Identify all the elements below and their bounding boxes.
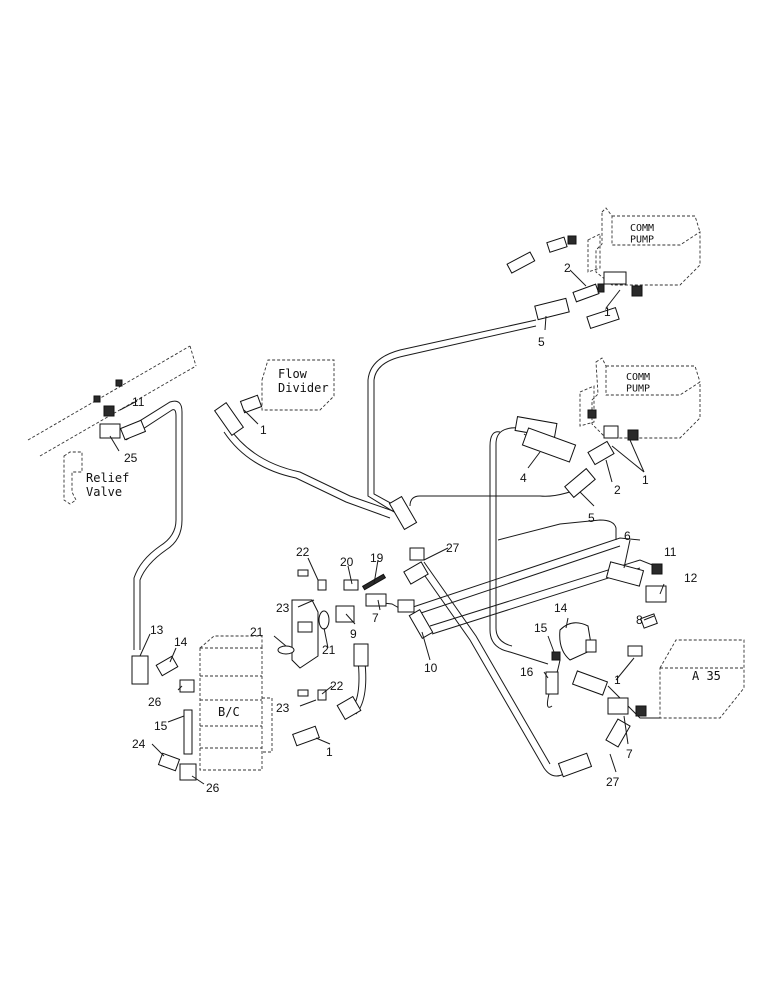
callout-11-relief: 11	[132, 395, 145, 409]
callout-2-top: 2	[564, 261, 571, 275]
callout-19: 19	[370, 551, 384, 565]
callout-5-mid: 5	[588, 511, 595, 525]
callout-7-left: 7	[372, 611, 379, 625]
callout-1-mid: 1	[642, 473, 649, 487]
fittings	[93, 235, 667, 781]
a35-block: A 35	[659, 639, 745, 719]
callout-12: 12	[684, 571, 698, 585]
callout-24: 24	[132, 737, 146, 751]
callout-4: 4	[520, 471, 527, 485]
callout-17: 15	[534, 621, 548, 635]
callout-5-top: 5	[538, 335, 545, 349]
callout-27-top: 27	[446, 541, 460, 555]
callout-14: 14	[174, 635, 188, 649]
callout-27-bottom: 27	[606, 775, 620, 789]
callout-16: 14	[554, 601, 568, 615]
callout-23-top: 23	[276, 601, 290, 615]
callout-11-right: 11	[664, 545, 677, 559]
bc-block: B/C	[199, 635, 273, 771]
callout-22-bottom: 22	[330, 679, 344, 693]
callout-15: 15	[154, 719, 168, 733]
callout-1-bottom: 1	[326, 745, 333, 759]
callout-10: 10	[424, 661, 438, 675]
callout-21-mid: 21	[322, 643, 336, 657]
callout-23-bottom: 23	[276, 701, 290, 715]
callout-1-top: 1	[604, 305, 611, 319]
callout-labels: 2 1 5 1 11 25 4 2 1 5 27 6 11 12 8 22 20…	[124, 261, 698, 795]
callout-8: 8	[636, 613, 643, 627]
callout-6: 6	[624, 529, 631, 543]
callout-22-top: 22	[296, 545, 310, 559]
callout-7-right: 7	[626, 747, 633, 761]
callout-1-flow: 1	[260, 423, 267, 437]
callout-21-left: 21	[250, 625, 264, 639]
callout-20: 20	[340, 555, 354, 569]
callout-1-right: 1	[614, 673, 621, 687]
callout-2-mid: 2	[614, 483, 621, 497]
hose-lines	[121, 319, 661, 777]
callout-9: 9	[350, 627, 357, 641]
leader-lines	[109, 269, 665, 785]
callout-13: 13	[150, 623, 164, 637]
a35-label: A 35	[692, 669, 721, 683]
callout-26-bottom: 26	[206, 781, 220, 795]
bc-label: B/C	[218, 705, 240, 719]
callout-18: 16	[520, 665, 534, 679]
callout-26-top: 26	[148, 695, 162, 709]
callout-25: 25	[124, 451, 138, 465]
